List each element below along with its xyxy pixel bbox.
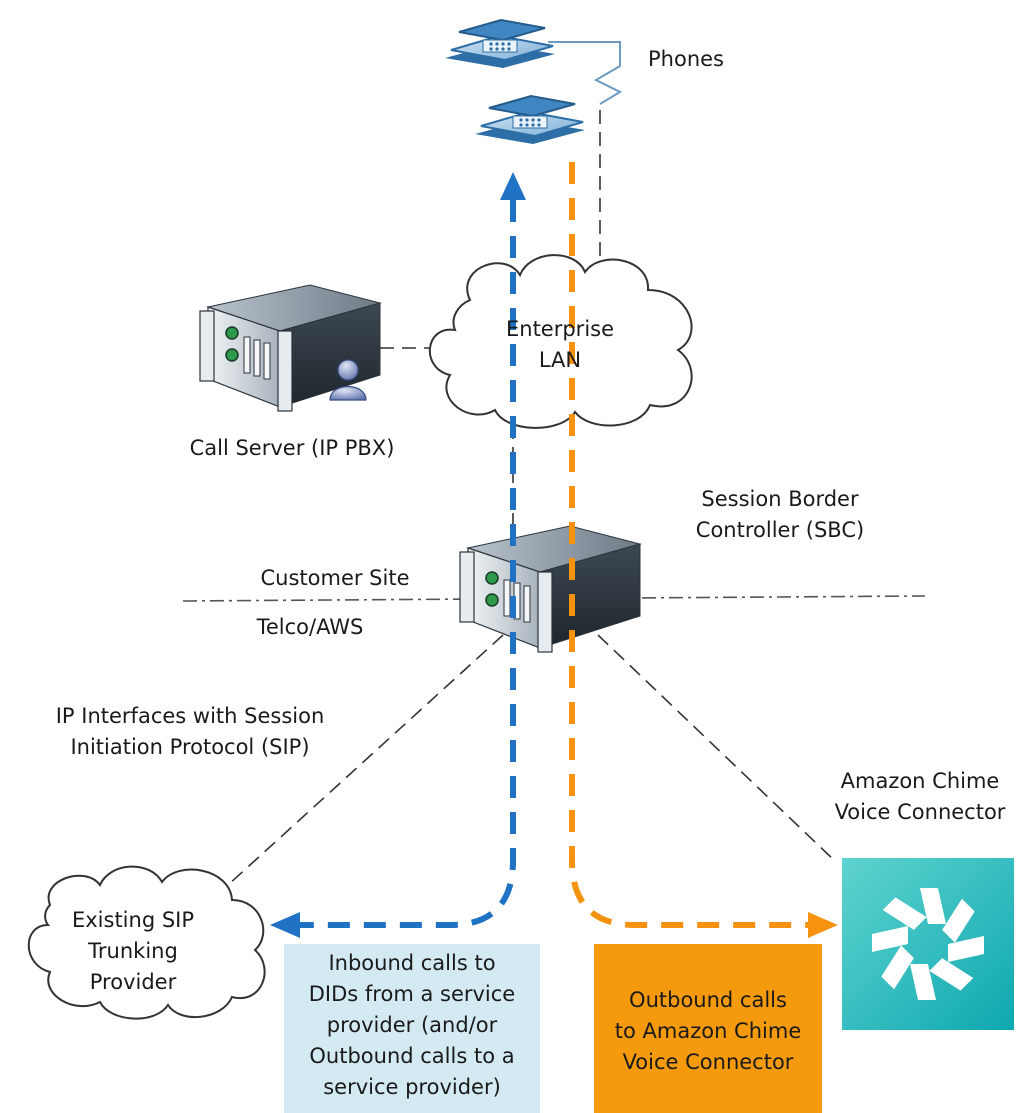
inbound-callout-text: Inbound calls to DIDs from a service pro… [308, 951, 516, 1099]
enterprise-lan-label: Enterprise LAN [505, 317, 615, 372]
inbound-call-arrow [300, 200, 516, 928]
link-sbc-chime [597, 634, 837, 863]
outbound-callout-text: Outbound calls to Amazon Chime Voice Con… [614, 988, 802, 1074]
outbound-arrowhead-right [808, 912, 838, 938]
phone-icon [445, 18, 555, 68]
server-icon [199, 284, 382, 412]
link-sbc-sip [227, 634, 504, 886]
inbound-arrowhead-up [500, 172, 526, 200]
user-icon [329, 359, 367, 401]
inbound-callout-box [284, 944, 540, 1113]
telco-aws-label: Telco/AWS [256, 615, 364, 639]
call-server-label: Call Server (IP PBX) [189, 436, 395, 460]
outbound-call-arrow [569, 162, 810, 928]
cloud-icon [27, 865, 266, 1020]
ip-interfaces-label: IP Interfaces with Session Initiation Pr… [55, 704, 325, 759]
inbound-arrowhead-left [270, 912, 300, 938]
sip-provider-label: Existing SIP Trunking Provider [71, 908, 195, 994]
phone-cord [548, 41, 623, 105]
cloud-icon [428, 254, 693, 429]
sbc-label: Session Border Controller (SBC) [695, 487, 865, 542]
amazon-chime-icon [842, 858, 1014, 1030]
outbound-callout-box [594, 944, 822, 1113]
phone-icon [475, 94, 585, 144]
server-icon [459, 525, 642, 653]
customer-site-label: Customer Site [260, 566, 410, 590]
phones-label: Phones [648, 47, 724, 71]
chime-label: Amazon Chime Voice Connector [834, 769, 1006, 824]
